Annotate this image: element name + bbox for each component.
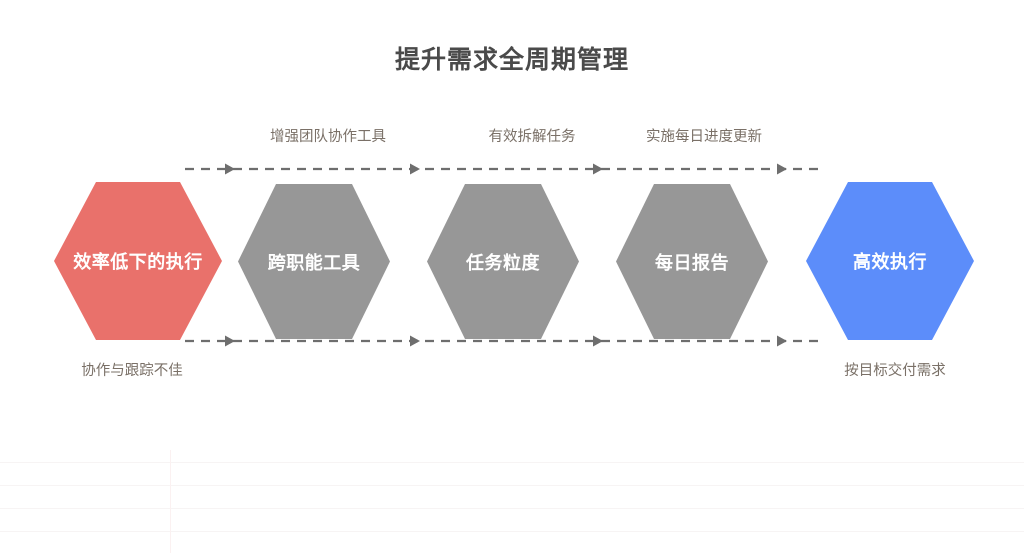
grid-line <box>0 531 1024 532</box>
flow-node-step-3[interactable]: 每日报告 <box>616 184 768 339</box>
flow-node-label: 高效执行 <box>853 252 927 272</box>
bottom-caption-2: 按目标交付需求 <box>844 363 946 379</box>
grid-line <box>0 508 1024 509</box>
flow-arrow-rail-top <box>185 162 825 176</box>
flow-node-label: 跨职能工具 <box>267 252 361 273</box>
grid-line <box>170 450 171 553</box>
flow-node-problem[interactable]: 效率低下的执行 <box>54 182 222 340</box>
flow-node-step-1[interactable]: 跨职能工具 <box>238 184 390 339</box>
grid-line <box>0 462 1024 463</box>
page-title: 提升需求全周期管理 <box>394 46 629 74</box>
flow-node-label: 效率低下的执行 <box>73 252 203 272</box>
top-caption-3: 实施每日进度更新 <box>646 129 762 145</box>
bottom-caption-1: 协作与跟踪不佳 <box>81 363 183 379</box>
background-grid <box>0 440 1024 553</box>
flow-node-step-2[interactable]: 任务粒度 <box>427 184 579 339</box>
flow-node-label: 每日报告 <box>655 252 729 273</box>
dashed-arrow-icon <box>185 163 825 175</box>
top-caption-2: 有效拆解任务 <box>488 129 576 145</box>
flow-node-label: 任务粒度 <box>466 252 540 273</box>
flow-arrow-rail-bottom <box>185 334 825 348</box>
flow-node-outcome[interactable]: 高效执行 <box>806 182 974 340</box>
top-caption-1: 增强团队协作工具 <box>270 129 386 145</box>
grid-line <box>0 485 1024 486</box>
dashed-arrow-icon <box>185 335 825 347</box>
